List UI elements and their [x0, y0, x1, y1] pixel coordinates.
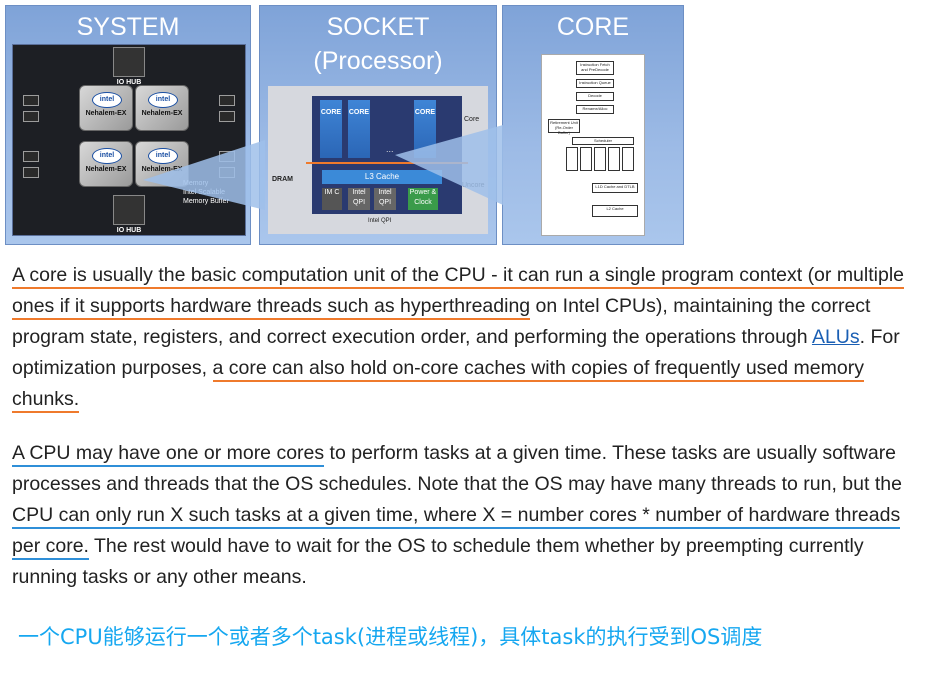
paragraph-core: A core is usually the basic computation …: [12, 260, 924, 415]
core-column: CORE: [414, 100, 436, 158]
text-segment: to perform tasks at a given time. These …: [12, 442, 902, 495]
pipeline-box: L2 Cache: [592, 205, 638, 217]
highlight-cpu-tasks: CPU can only run X such tasks at a given…: [12, 504, 901, 560]
dram-label: DRAM: [272, 176, 293, 183]
cores-ellipsis: ...: [386, 144, 394, 154]
io-hub-bottom: IO HUB: [113, 195, 145, 234]
core-uncore-divider: [306, 162, 468, 164]
l3-cache: L3 Cache: [322, 170, 442, 184]
core-pipeline-diagram: Instruction Fetch and PreDecode Instruct…: [541, 54, 645, 236]
exec-unit: [594, 147, 606, 171]
memory-module: [23, 167, 39, 178]
core-title: CORE: [556, 13, 630, 41]
pipeline-box: Scheduler: [572, 137, 634, 145]
alus-link[interactable]: ALUs: [811, 326, 860, 348]
highlight-cpu-cores: A CPU may have one or more cores: [12, 442, 325, 467]
memory-module: [23, 95, 39, 106]
core-side-label: Core: [464, 116, 480, 123]
exec-unit: [608, 147, 620, 171]
socket-inner: CORE CORE CORE ... L3 Cache IM C Intel Q…: [306, 96, 468, 214]
exec-unit: [580, 147, 592, 171]
memory-module: [219, 151, 235, 162]
socket-die: DRAM Core Uncore CORE CORE CORE ... L3 C…: [268, 86, 488, 234]
exec-unit: [622, 147, 634, 171]
qpi-bottom-label: Intel QPI: [368, 218, 392, 224]
core-column: CORE: [320, 100, 342, 158]
chinese-note: 一个CPU能够运行一个或者多个task(进程或线程)，具体task的执行受到OS…: [18, 625, 763, 649]
memory-module: [23, 151, 39, 162]
highlight-core-definition: A core is usually the basic computation …: [12, 264, 905, 320]
io-hub-top: IO HUB: [113, 47, 145, 86]
memory-module: [219, 95, 235, 106]
socket-title: SOCKET: [326, 13, 430, 41]
text-segment: . For optimization purposes,: [12, 326, 900, 379]
qpi-block: Intel QPI: [374, 188, 396, 210]
pipeline-box: Decode: [576, 92, 614, 101]
socket-panel: SOCKET (Processor) DRAM Core Uncore CORE…: [259, 5, 497, 245]
exec-unit: [566, 147, 578, 171]
core-panel: CORE Instruction Fetch and PreDecode Ins…: [502, 5, 684, 245]
pipeline-box: L1D Cache and DTLB: [592, 183, 638, 193]
power-clock-block: Power & Clock: [408, 188, 438, 210]
highlight-core-caches: a core can also hold on-core caches with…: [12, 357, 864, 413]
pipeline-box: Instruction Queue: [576, 79, 614, 88]
uncore-side-label: Uncore: [462, 182, 485, 189]
pipeline-box: Rename/Alloc: [576, 105, 614, 114]
pipeline-box: Retirement Unit (Re-Order Buffer): [548, 119, 580, 135]
text-segment: on Intel CPUs), maintaining the correct …: [12, 295, 871, 348]
pipeline-box: Instruction Fetch and PreDecode: [576, 61, 614, 75]
system-title: SYSTEM: [76, 13, 180, 41]
socket-subtitle: (Processor): [313, 47, 443, 75]
text-segment: The rest would have to wait for the OS t…: [12, 535, 864, 588]
memory-module: [219, 111, 235, 122]
memory-module: [219, 167, 235, 178]
paragraph-cpu: A CPU may have one or more cores to perf…: [12, 438, 924, 593]
core-column: CORE: [348, 100, 370, 158]
qpi-block: Intel QPI: [348, 188, 370, 210]
memory-module: [23, 111, 39, 122]
system-legend: Memory Intel Scalable Memory Buffer: [183, 180, 229, 205]
imc-block: IM C: [322, 188, 342, 210]
